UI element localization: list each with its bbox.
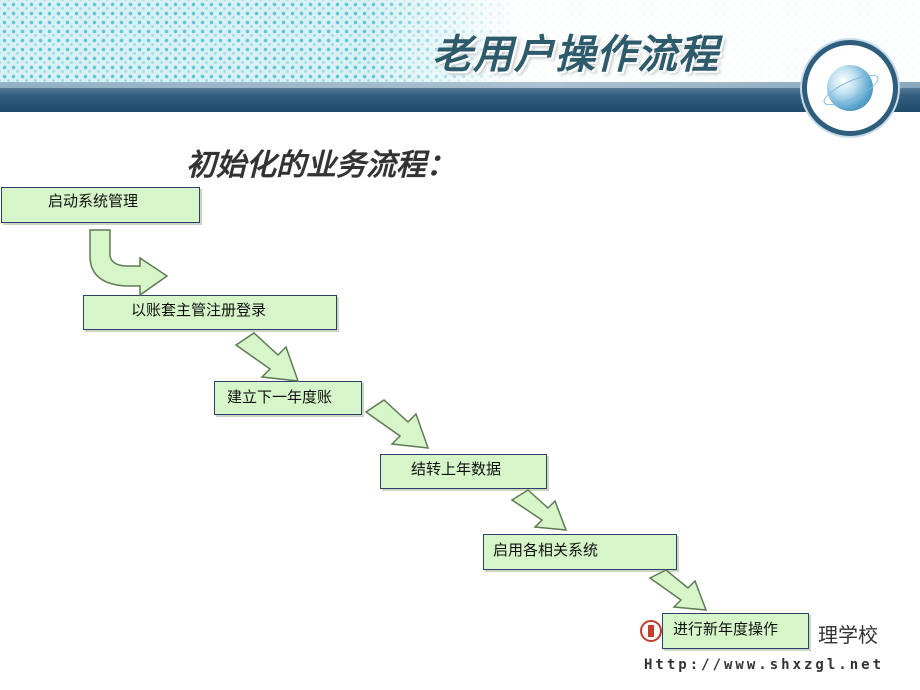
globe-icon xyxy=(827,65,873,111)
school-logo-icon xyxy=(640,620,662,642)
step-start-system-admin: 启动系统管理 xyxy=(1,187,200,223)
step-enable-systems: 启用各相关系统 xyxy=(483,534,677,570)
header-strip-highlight xyxy=(0,82,920,88)
globe-emblem xyxy=(802,40,898,136)
footer-url: Http://www.shxzgl.net xyxy=(644,657,885,673)
step-new-year-operations: 进行新年度操作 xyxy=(662,613,809,649)
step-login-as-supervisor: 以账套主管注册登录 xyxy=(83,295,337,330)
step-label: 以账套主管注册登录 xyxy=(131,301,267,319)
footer-school-name: 理学校 xyxy=(818,623,878,647)
step-label: 结转上年数据 xyxy=(411,460,502,478)
step-carry-forward-data: 结转上年数据 xyxy=(380,454,547,489)
flow-subtitle: 初始化的业务流程： xyxy=(186,148,456,183)
step-create-next-year-account: 建立下一年度账 xyxy=(214,381,362,415)
diagonal-arrow-icon xyxy=(648,569,708,611)
header-banner xyxy=(0,0,920,82)
diagonal-arrow-icon xyxy=(364,399,430,449)
curved-arrow-icon xyxy=(89,229,169,297)
diagonal-arrow-icon xyxy=(510,489,568,531)
step-label: 进行新年度操作 xyxy=(673,620,779,638)
page-title: 老用户操作流程 xyxy=(432,32,719,78)
diagonal-arrow-icon xyxy=(234,332,300,382)
step-label: 建立下一年度账 xyxy=(227,388,333,406)
step-label: 启用各相关系统 xyxy=(493,541,599,559)
step-label: 启动系统管理 xyxy=(48,192,139,210)
